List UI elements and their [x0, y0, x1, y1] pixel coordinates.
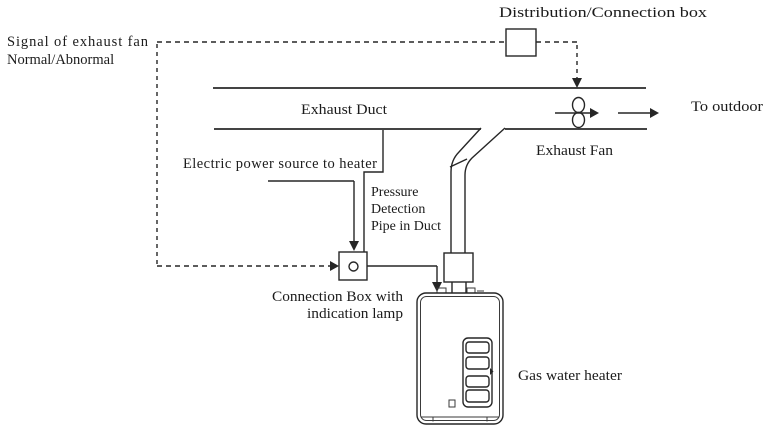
distribution-box-label: Distribution/Connection box: [499, 5, 708, 21]
outdoor-arrow-head-icon: [650, 108, 659, 118]
distribution-box-shape: [505, 28, 537, 57]
exhaust-duct-shape: [213, 87, 647, 130]
fan-blade-bottom: [571, 111, 586, 129]
control-panel-frame: [462, 337, 493, 408]
top-clip-right: [466, 287, 476, 294]
arrow-down-into-heater-icon: [432, 282, 442, 292]
arrow-right-into-connection-box-icon: [330, 261, 339, 271]
arrow-down-into-duct-icon: [572, 78, 582, 88]
heater-body-inner: [420, 296, 500, 421]
connection-box-label-line2: indication lamp: [307, 306, 403, 322]
exhaust-fan-label: Exhaust Fan: [536, 143, 614, 159]
gas-water-heater-shape: [416, 252, 504, 425]
signal-label-line1: Signal of exhaust fan: [7, 34, 149, 50]
electric-power-label: Electric power source to heater: [183, 156, 377, 172]
signal-wiring: [156, 41, 582, 271]
gas-water-heater-label: Gas water heater: [518, 368, 622, 384]
heater-logo-mark: [448, 399, 456, 408]
electric-power-wire: [268, 180, 359, 251]
arrow-down-into-box-icon: [349, 241, 359, 251]
fan-blade-top: [571, 96, 586, 114]
flue-pipe-seam: [449, 158, 468, 168]
panel-pointer-mark: [490, 368, 494, 375]
hood-stub-lines: [451, 282, 467, 293]
exhaust-fan-symbol: [555, 96, 599, 129]
panel-button-4: [465, 389, 490, 403]
draft-hood-shape: [443, 252, 474, 283]
heater-base-ticks: [432, 417, 488, 422]
pressure-detection-pipe-line: [363, 130, 384, 252]
box-to-heater-wire: [367, 265, 442, 292]
flue-pipe-shape: [449, 127, 506, 253]
flue-pipe-left-edge: [450, 127, 482, 253]
panel-button-3: [465, 375, 490, 388]
connection-box-label-line1: Connection Box with: [272, 289, 404, 305]
exhaust-duct-label: Exhaust Duct: [301, 102, 387, 118]
panel-button-2: [465, 356, 490, 370]
heater-body-outer: [416, 292, 504, 425]
to-outdoor-label: To outdoor: [691, 99, 763, 115]
indication-lamp-icon: [348, 261, 359, 272]
pressure-pipe-label-line1: Pressure: [371, 185, 418, 200]
signal-label-line2: Normal/Abnormal: [7, 52, 114, 68]
pressure-pipe-label-line2: Detection: [371, 202, 425, 217]
fan-arrow-head-icon: [590, 108, 599, 118]
connection-box-shape: [338, 251, 368, 281]
pressure-pipe-label-line3: Pipe in Duct: [371, 219, 441, 234]
heater-control-panel: [462, 337, 494, 408]
panel-button-1: [465, 341, 490, 354]
flue-pipe-right-edge: [464, 127, 506, 253]
outdoor-flow-arrow: [618, 108, 659, 118]
connection-box-with-lamp: [338, 251, 368, 281]
